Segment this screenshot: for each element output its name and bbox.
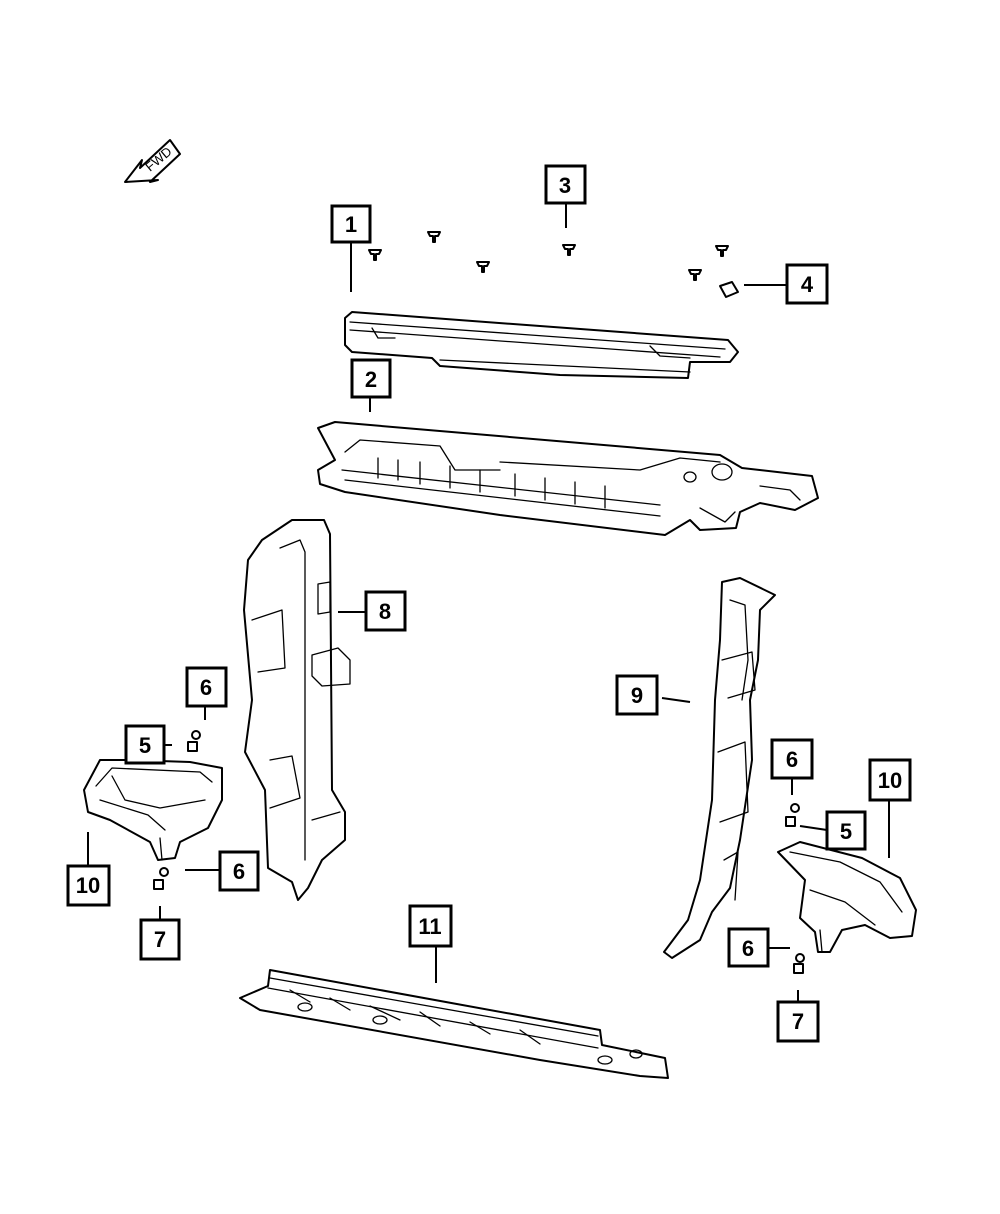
callout-5-left: 5 bbox=[124, 724, 166, 765]
left-air-guide-part bbox=[243, 519, 351, 901]
callout-7-left: 7 bbox=[139, 918, 181, 961]
callout-6-left-top: 6 bbox=[185, 666, 228, 708]
callout-6-left-top-label: 6 bbox=[200, 675, 212, 700]
left-duct-part bbox=[83, 759, 223, 861]
callout-1-label: 1 bbox=[345, 212, 357, 237]
fwd-arrow-icon: FWD bbox=[124, 139, 181, 183]
callout-7-left-label: 7 bbox=[154, 927, 166, 952]
callout-11-label: 11 bbox=[418, 914, 441, 939]
callout-5-right: 5 bbox=[825, 810, 867, 851]
callout-2: 2 bbox=[350, 358, 392, 399]
callout-5-left-label: 5 bbox=[139, 733, 151, 758]
callout-10-left-label: 10 bbox=[76, 873, 100, 898]
callout-4-label: 4 bbox=[801, 272, 814, 297]
callout-6-right-top: 6 bbox=[770, 738, 814, 780]
right-air-guide-part bbox=[663, 577, 776, 959]
callout-1: 1 bbox=[330, 204, 372, 244]
callout-6-left-bottom-label: 6 bbox=[233, 859, 245, 884]
clip-nut-part bbox=[719, 281, 739, 298]
callout-8: 8 bbox=[364, 590, 407, 632]
callout-10-right: 10 bbox=[868, 758, 912, 802]
right-duct-part bbox=[777, 841, 917, 953]
callout-6-right-bottom: 6 bbox=[727, 927, 770, 968]
small-fasteners bbox=[153, 730, 805, 974]
push-pin-fasteners bbox=[368, 231, 729, 281]
callout-3-label: 3 bbox=[559, 173, 571, 198]
callout-10-right-label: 10 bbox=[878, 768, 902, 793]
callout-4: 4 bbox=[785, 263, 829, 305]
callout-6-right-bottom-label: 6 bbox=[742, 936, 754, 961]
callout-10-left: 10 bbox=[66, 864, 111, 907]
radiator-support-part bbox=[317, 421, 819, 536]
callout-9: 9 bbox=[615, 674, 659, 716]
callout-3: 3 bbox=[544, 164, 587, 205]
callout-5-right-label: 5 bbox=[840, 819, 852, 844]
lower-deflector-part bbox=[239, 969, 669, 1079]
callout-7-right-label: 7 bbox=[792, 1009, 804, 1034]
callout-9-label: 9 bbox=[631, 683, 643, 708]
callout-11: 11 bbox=[408, 904, 453, 948]
callout-6-right-top-label: 6 bbox=[786, 747, 798, 772]
callout-8-label: 8 bbox=[379, 599, 391, 624]
callout-6-left-bottom: 6 bbox=[218, 850, 260, 892]
callout-2-label: 2 bbox=[365, 367, 377, 392]
callout-7-right: 7 bbox=[776, 1000, 820, 1043]
upper-cover-part bbox=[344, 311, 739, 379]
